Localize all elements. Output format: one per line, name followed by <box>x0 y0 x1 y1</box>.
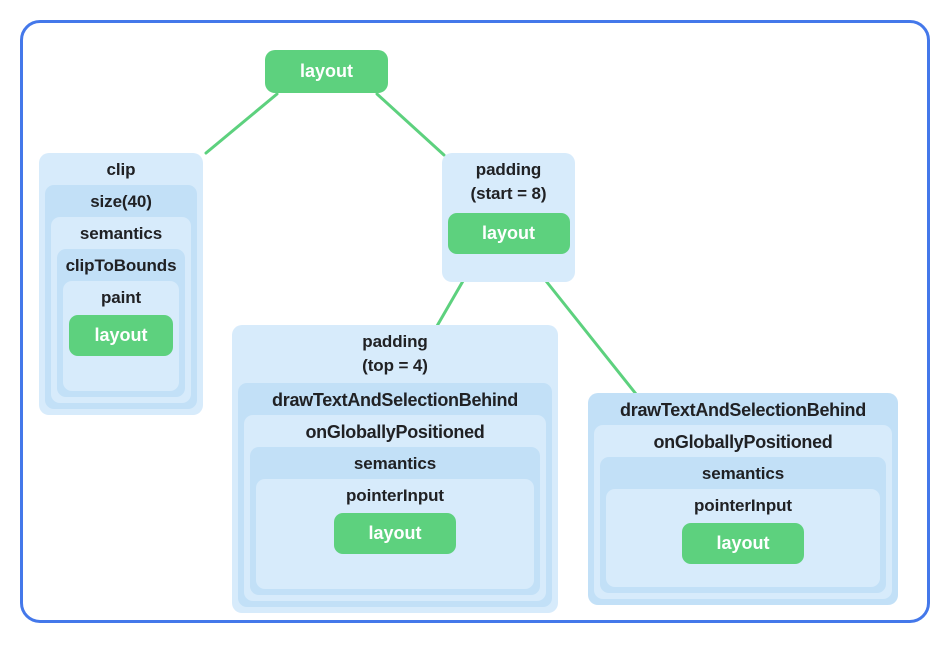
modifier-cliptobounds-label: clipToBounds <box>65 256 177 275</box>
modifier-pointerinput: pointerInput layout <box>256 479 534 589</box>
padding-start-title-line2: (start = 8) <box>470 184 547 203</box>
layout-leaf-node: layout <box>682 523 804 564</box>
modifier-ongloballypositioned: onGloballyPositioned semantics pointerIn… <box>594 425 892 599</box>
edge-root-to-clip <box>204 92 279 155</box>
edge-root-to-padding-start <box>375 92 446 157</box>
padding-start-title-line1: padding <box>475 160 542 179</box>
modifier-pointerinput-label: pointerInput <box>694 496 792 515</box>
modifier-ongloballypositioned-label: onGloballyPositioned <box>305 422 485 442</box>
modifier-pointerinput-label: pointerInput <box>346 486 444 505</box>
modifier-paint-label: paint <box>100 288 142 307</box>
modifier-cliptobounds: clipToBounds paint layout <box>57 249 185 397</box>
edge-padding-start-to-padding-top <box>435 279 465 328</box>
clip-node: clip size(40) semantics clipToBounds pai… <box>39 153 203 415</box>
modifier-ongloballypositioned-label: onGloballyPositioned <box>653 432 833 452</box>
draw-text-node: drawTextAndSelectionBehind onGloballyPos… <box>588 393 898 605</box>
modifier-semantics: semantics pointerInput layout <box>600 457 886 593</box>
layout-leaf-node: layout <box>69 315 173 356</box>
padding-start-node: padding (start = 8) layout <box>442 153 575 282</box>
padding-top-title-line1: padding <box>362 332 428 351</box>
modifier-paint: paint layout <box>63 281 179 391</box>
modifier-ongloballypositioned: onGloballyPositioned semantics pointerIn… <box>244 415 546 601</box>
modifier-semantics: semantics clipToBounds paint layout <box>51 217 191 403</box>
padding-top-node: padding (top = 4) drawTextAndSelectionBe… <box>232 325 558 613</box>
modifier-drawtext-label: drawTextAndSelectionBehind <box>272 390 518 410</box>
layout-leaf-node: layout <box>334 513 456 554</box>
padding-top-title-line2: (top = 4) <box>362 356 428 375</box>
draw-text-node-title: drawTextAndSelectionBehind <box>620 400 866 420</box>
modifier-semantics-label: semantics <box>79 224 163 243</box>
modifier-drawtext: drawTextAndSelectionBehind onGloballyPos… <box>238 383 552 607</box>
modifier-size: size(40) semantics clipToBounds paint la… <box>45 185 197 409</box>
modifier-semantics-label: semantics <box>701 464 785 483</box>
edge-padding-start-to-draw-text <box>544 279 638 396</box>
modifier-size-label: size(40) <box>90 192 152 211</box>
clip-node-title: clip <box>106 160 136 179</box>
modifier-pointerinput: pointerInput layout <box>606 489 880 587</box>
layout-leaf-node: layout <box>447 213 570 254</box>
root-layout-node: layout <box>265 50 388 93</box>
modifier-semantics: semantics pointerInput layout <box>250 447 540 595</box>
modifier-semantics-label: semantics <box>353 454 437 473</box>
